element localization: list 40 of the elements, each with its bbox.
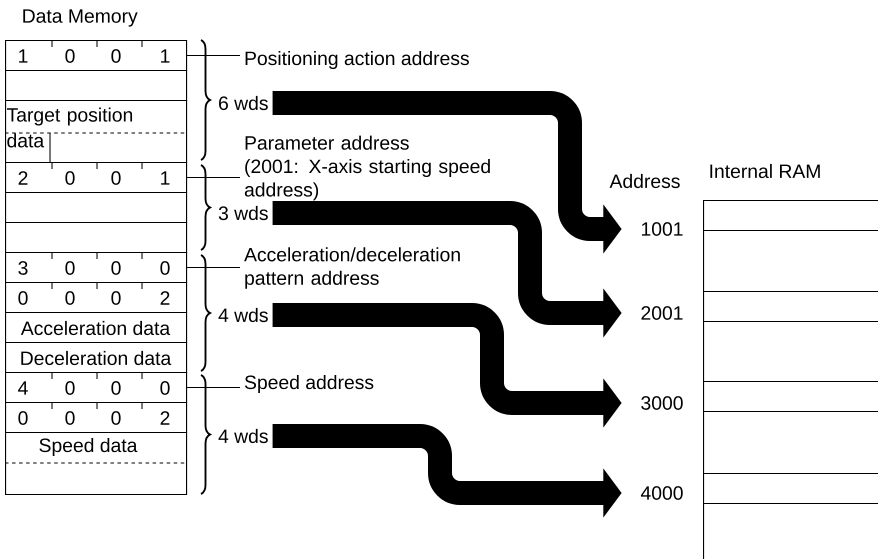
callout-text: Speed address bbox=[244, 375, 374, 393]
memory-cell: 0 0 0 2 bbox=[5, 282, 188, 314]
address-label: 3000 bbox=[641, 396, 683, 410]
leader-line bbox=[187, 387, 240, 388]
memory-cell: 0 0 0 2 bbox=[5, 402, 188, 434]
empty-memory-cell bbox=[5, 192, 188, 224]
ram-row bbox=[703, 411, 878, 474]
memory-cell: Speed data bbox=[5, 432, 188, 496]
word-count: 3 wds bbox=[218, 206, 268, 220]
leader-line bbox=[187, 267, 240, 268]
leader-line bbox=[187, 55, 240, 56]
ram-row bbox=[703, 200, 878, 232]
empty-memory-cell bbox=[5, 70, 188, 102]
ram-row bbox=[703, 321, 878, 382]
memory-cell: Target position data bbox=[5, 100, 188, 164]
word-count: 6 wds bbox=[219, 96, 268, 110]
callout-text: Parameter address (2001: X-axis starting speed address) bbox=[244, 136, 490, 200]
ram-row bbox=[703, 473, 878, 504]
memory-cell: 2 0 0 1 bbox=[5, 162, 188, 194]
column-heading: Data Memory bbox=[23, 9, 138, 27]
address-label: 2001 bbox=[641, 306, 683, 320]
ram-row bbox=[703, 503, 878, 559]
ram-row bbox=[703, 381, 878, 412]
word-count: 4 wds bbox=[218, 428, 268, 444]
ram-row bbox=[703, 291, 878, 322]
memory-cell: Acceleration data bbox=[5, 312, 188, 344]
memory-cell: 4 0 0 0 bbox=[5, 372, 188, 404]
word-count: 4 wds bbox=[218, 308, 268, 322]
column-header: Address bbox=[610, 174, 680, 188]
ram-heading: Internal RAM bbox=[710, 164, 820, 178]
ram-row bbox=[703, 230, 878, 292]
memory-cell: 1 0 0 1 bbox=[5, 40, 188, 72]
leader-line bbox=[187, 177, 240, 178]
address-label: 4000 bbox=[640, 486, 683, 500]
empty-memory-cell bbox=[5, 222, 188, 254]
callout-text: Acceleration/deceleration pattern address bbox=[244, 247, 460, 289]
memory-cell: Deceleration data bbox=[5, 342, 188, 374]
callout-text: Positioning action address bbox=[246, 51, 469, 69]
memory-cell: 3 0 0 0 bbox=[5, 252, 188, 284]
address-label: 1001 bbox=[642, 222, 683, 236]
